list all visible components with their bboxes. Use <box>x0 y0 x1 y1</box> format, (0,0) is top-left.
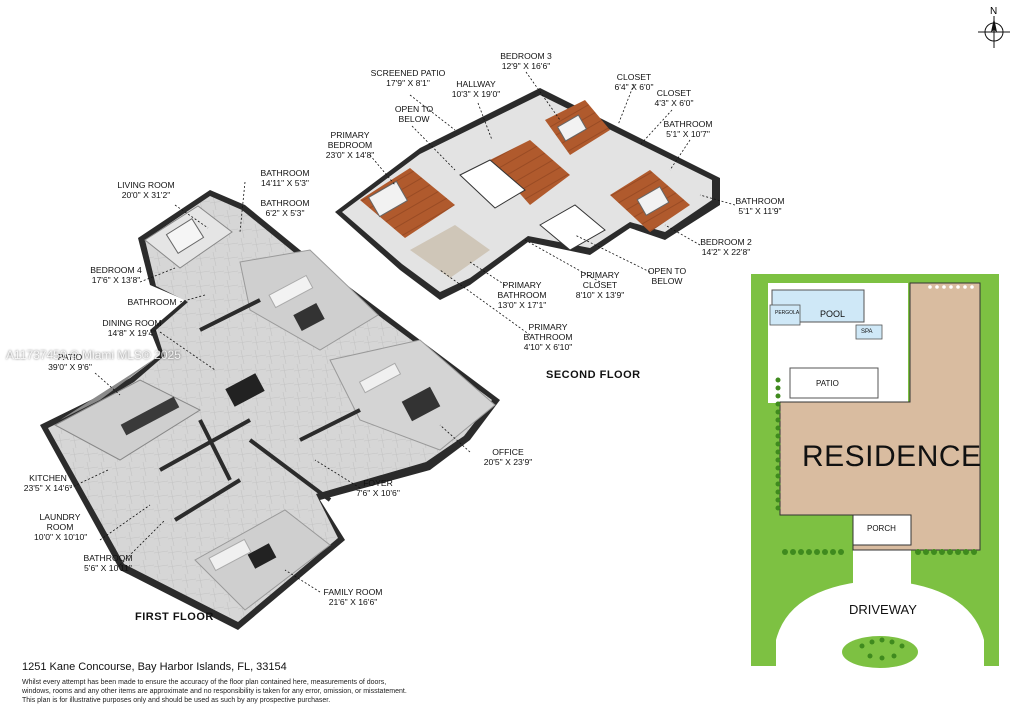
site-plan <box>751 274 999 668</box>
office-sofa <box>358 362 402 394</box>
first-floor-title: FIRST FLOOR <box>135 611 214 623</box>
pool-label: POOL <box>820 309 846 319</box>
room-label-bedroom-3: BEDROOM 312'9" x 16'6" <box>500 51 552 71</box>
room-label-bathroom-3: BATHROOM <box>127 297 177 307</box>
first-floor-leaders <box>69 181 471 593</box>
disclaimer: Whilst every attempt has been made to en… <box>22 678 542 705</box>
hedge-dots <box>775 377 977 661</box>
kitchen-area <box>53 379 202 461</box>
second-floor-title: SECOND FLOOR <box>546 369 641 381</box>
pergola-label: PERGOLA <box>775 310 800 316</box>
room-label-bedroom-2: BEDROOM 214'2" x 22'8" <box>700 237 752 257</box>
office-area <box>329 339 496 451</box>
compass-icon: N <box>978 6 1010 48</box>
residence-label: RESIDENCE <box>802 440 982 473</box>
primary-bathroom-floor <box>410 225 490 278</box>
room-label-bedroom-4: BEDROOM 417'6" x 13'8" <box>90 265 142 285</box>
primary-bedroom-floor <box>360 168 455 238</box>
disclaimer-line: This plan is for illustrative purposes o… <box>22 697 331 704</box>
property-address: 1251 Kane Concourse, Bay Harbor Islands,… <box>22 661 287 673</box>
open-to-below-1 <box>459 159 526 209</box>
open-to-below-2 <box>539 204 606 251</box>
room-label-open-to-below-2: OPEN TO BELOW <box>647 266 687 286</box>
dining-table <box>225 373 265 407</box>
bedroom-4-bed <box>165 218 205 254</box>
mls-watermark: A11737450 © Miami MLS® 2025 <box>6 348 181 362</box>
site-patio-label: PATIO <box>816 379 839 388</box>
living-room-table <box>293 302 325 332</box>
front-walk <box>853 545 911 590</box>
bedroom-3-bed <box>556 114 588 142</box>
first-floor-interior-walls <box>159 298 361 522</box>
second-floor-plan <box>335 71 736 336</box>
room-label-open-to-below-1: OPEN TO BELOW <box>394 104 434 124</box>
spa-label: SPA <box>861 329 873 335</box>
primary-bedroom-bed <box>367 180 409 218</box>
driveway-label: DRIVEWAY <box>849 602 917 617</box>
hallway-floor <box>490 140 570 205</box>
compass-north-label: N <box>990 6 997 17</box>
porch <box>852 514 912 546</box>
porch-label: PORCH <box>867 524 896 533</box>
disclaimer-line: windows, rooms and any other items are a… <box>22 688 407 695</box>
bedroom-2-bed <box>636 186 670 216</box>
kitchen-island <box>120 396 180 436</box>
driveway <box>776 580 984 666</box>
fence-dots <box>928 285 974 289</box>
first-floor-floor <box>48 196 492 622</box>
family-room-table <box>247 543 277 569</box>
disclaimer-line: Whilst every attempt has been made to en… <box>22 679 387 686</box>
site-patio <box>789 367 879 399</box>
family-room-sofa <box>208 538 252 572</box>
second-floor-leaders <box>369 71 736 336</box>
living-room-sofa <box>268 274 314 309</box>
spa <box>855 324 883 340</box>
office-desk <box>401 386 441 422</box>
pergola <box>769 304 801 326</box>
first-floor-plan <box>40 181 500 630</box>
living-room-area <box>239 249 379 351</box>
